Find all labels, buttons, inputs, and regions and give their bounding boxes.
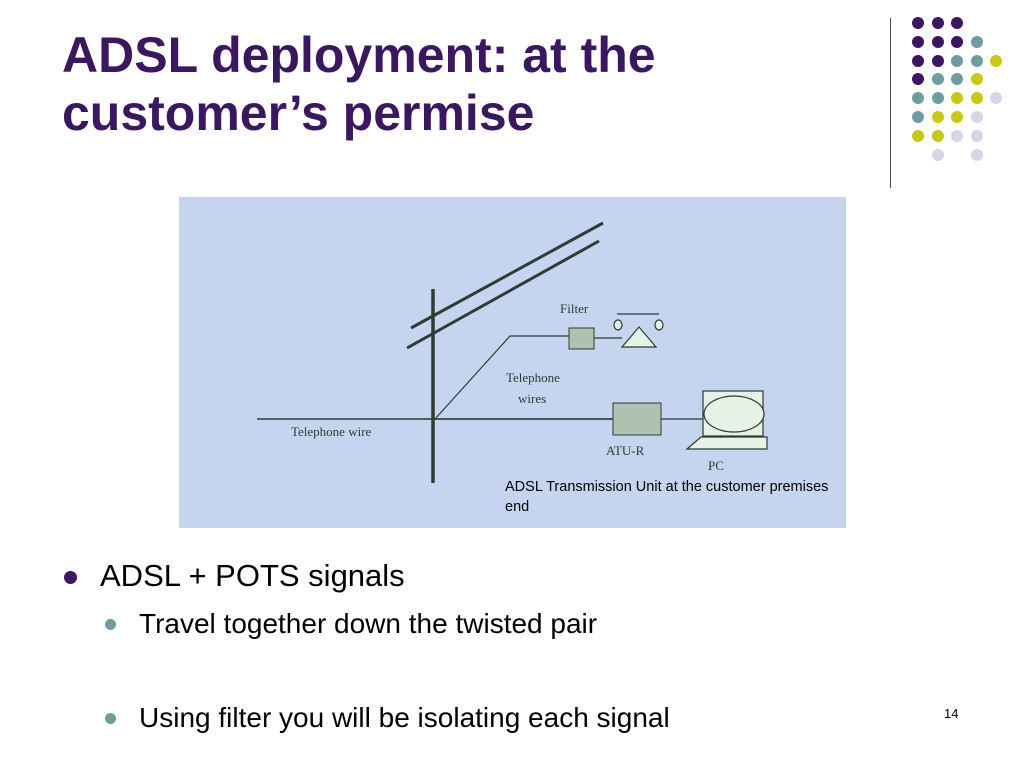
overhead-line-2 [406, 239, 600, 350]
atu-r-label: ATU-R [606, 443, 645, 458]
vertical-divider [890, 18, 891, 188]
dot-row-5 [912, 92, 1002, 104]
adsl-customer-premise-diagram: Filter Telephone wires Telephone wire AT… [179, 197, 846, 528]
filter-label: Filter [560, 301, 589, 316]
telephone-wires-label-1: Telephone [506, 370, 560, 385]
slide-title-line-1: ADSL deployment: at the [62, 27, 656, 83]
filter-box [568, 327, 595, 350]
overhead-line-1 [410, 221, 604, 330]
sub-bullet-travel-together: Travel together down the twisted pair [139, 608, 598, 639]
dot-row-1 [912, 17, 963, 29]
pc-icon [685, 390, 768, 450]
dot-row-6 [912, 111, 983, 123]
dot-row-3 [912, 55, 1002, 67]
bullet-adsl-pots-signals: ADSL + POTS signals [100, 558, 405, 593]
dot-row-2 [912, 36, 983, 48]
telephone-wires-label-2: wires [518, 391, 546, 406]
dot-row-7 [912, 130, 983, 142]
bullet-dot-level-2 [105, 713, 116, 724]
sub-bullet-using-filter: Using filter you will be isolating each … [139, 702, 670, 733]
slide-title-line-2: customer’s permise [62, 85, 535, 141]
page-number: 14 [944, 706, 959, 721]
dot-row-4 [912, 73, 983, 85]
telephone-icon [613, 313, 664, 348]
diagram-background [179, 197, 846, 528]
diagram-caption: ADSL Transmission Unit at the customer p… [505, 479, 829, 515]
telephone-wire-label: Telephone wire [291, 424, 372, 439]
pc-label: PC [708, 458, 724, 473]
decorative-dot-grid [912, 17, 1002, 161]
bullet-dot-level-1 [64, 571, 77, 584]
atu-r-box [612, 402, 662, 436]
slide-title: ADSL deployment: at the customer’s permi… [62, 26, 862, 142]
dot-row-8 [932, 149, 983, 161]
bullet-dot-level-2 [105, 619, 116, 630]
filter-branch-wire [434, 335, 569, 420]
